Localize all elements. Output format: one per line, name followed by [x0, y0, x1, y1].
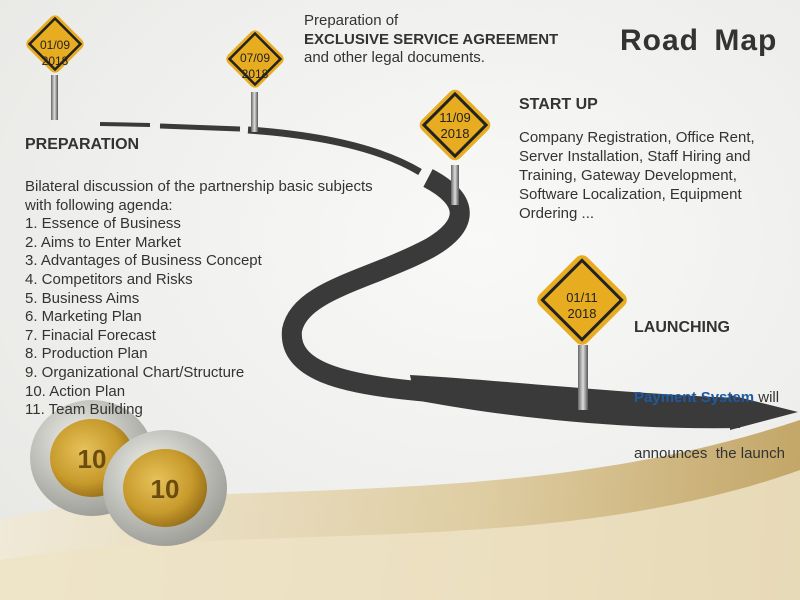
launching-text: announces the launch [634, 444, 785, 462]
milestone-sign-3 [419, 89, 491, 161]
legal-block: Preparation of EXCLUSIVE SERVICE AGREEME… [304, 12, 558, 68]
agenda-item: 3. Advantages of Business Concept [25, 252, 262, 270]
milestone-sign-4 [537, 255, 627, 345]
agenda-item: 10. Action Plan [25, 382, 126, 400]
milestone-year: 2018 [241, 67, 269, 81]
startup-line: Training, Gateway Development, [519, 167, 737, 184]
milestone-sign-1 [26, 15, 84, 73]
milestone-year: 2018 [567, 306, 597, 321]
milestone-date: 07/09 [239, 51, 271, 65]
agenda-item: 5. Business Aims [25, 289, 140, 307]
startup-line: Software Localization, Equipment [519, 186, 742, 203]
sign-pole [451, 165, 459, 205]
coins-image: 10 10 [30, 400, 227, 546]
legal-line: Preparation of [304, 12, 399, 29]
sign-pole [251, 92, 258, 132]
milestone-sign-2 [226, 30, 284, 88]
agenda-item: 2. Aims to Enter Market [25, 233, 181, 251]
preparation-heading: PREPARATION [25, 136, 140, 153]
startup-heading: START UP [519, 96, 598, 113]
milestone-1-label: 01/09 2018 [25, 37, 85, 69]
milestone-2-label: 07/09 2018 [225, 50, 285, 82]
milestone-date: 01/09 [39, 38, 71, 52]
milestone-year: 2018 [41, 54, 69, 68]
launching-text: will [754, 389, 780, 407]
startup-line: Company Registration, Office Rent, [519, 129, 755, 146]
sign-pole [51, 75, 58, 120]
agenda-item: 7. Finacial Forecast [25, 326, 156, 344]
road-arrow-head [730, 395, 798, 430]
svg-text:10: 10 [78, 444, 107, 474]
payment-system-highlight: Payment System [634, 389, 755, 407]
launching-body: Payment System will announces the launch [634, 352, 785, 482]
legal-line: and other legal documents. [304, 49, 485, 67]
milestone-date: 11/09 [439, 110, 471, 125]
agenda-item: 11. Team Building [25, 401, 143, 419]
preparation-intro: with following agenda: [25, 196, 173, 214]
page-title: Road Map [620, 24, 778, 57]
preparation-body: Bilateral discussion of the partnership … [25, 178, 373, 420]
startup-line: Ordering ... [519, 205, 595, 222]
agenda-item: 6. Marketing Plan [25, 308, 142, 326]
milestone-date: 01/11 [566, 290, 598, 305]
startup-line: Server Installation, Staff Hiring and [519, 148, 751, 165]
agenda-item: 9. Organizational Chart/Structure [25, 363, 245, 381]
agenda-item: 4. Competitors and Risks [25, 270, 193, 288]
milestone-4-label: 01/11 2018 [552, 290, 612, 322]
legal-agreement: EXCLUSIVE SERVICE AGREEMENT [304, 30, 559, 48]
milestone-year: 2018 [440, 126, 470, 141]
launching-heading: LAUNCHING [634, 319, 730, 336]
milestone-3-label: 11/09 2018 [425, 110, 485, 142]
agenda-item: 1. Essence of Business [25, 215, 181, 233]
sign-pole [578, 345, 588, 410]
startup-body: Company Registration, Office Rent, Serve… [519, 128, 755, 223]
svg-text:10: 10 [151, 474, 180, 504]
preparation-intro: Bilateral discussion of the partnership … [25, 178, 373, 195]
agenda-item: 8. Production Plan [25, 345, 148, 363]
